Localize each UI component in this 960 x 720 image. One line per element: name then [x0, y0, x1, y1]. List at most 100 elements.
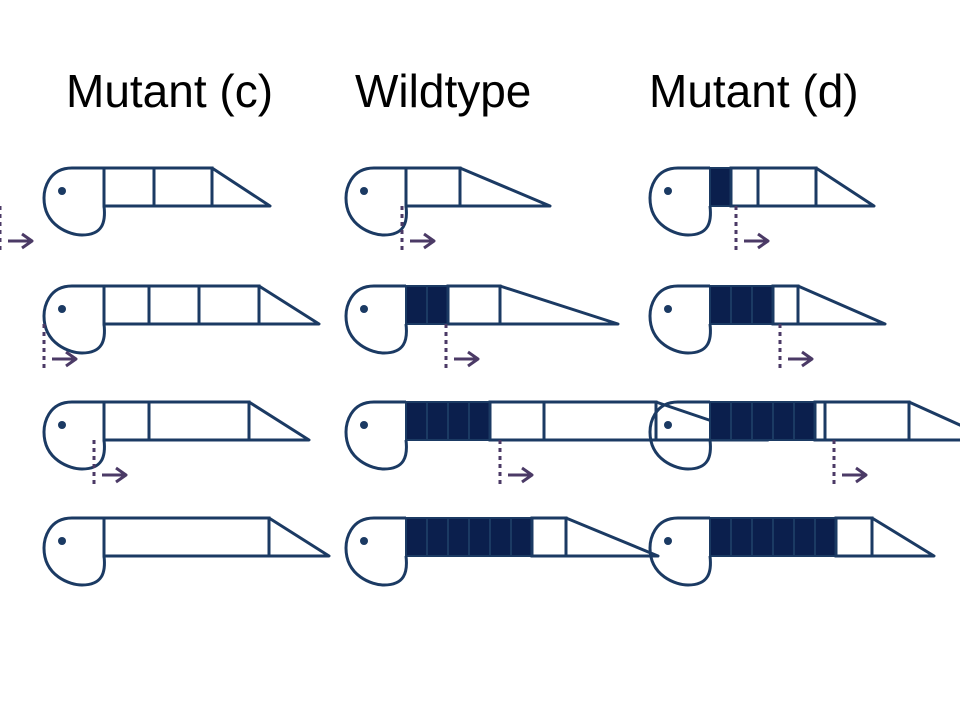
head-dot	[58, 305, 66, 313]
head-dot	[360, 187, 368, 195]
empty-segment	[823, 400, 911, 442]
head-outline	[42, 166, 106, 237]
head-outline	[42, 284, 106, 355]
filled-segment	[730, 401, 753, 441]
tail-triangle	[814, 166, 876, 208]
wildtype-cell-3	[344, 400, 770, 486]
mutant-d-cell-1	[648, 166, 876, 252]
head-dot	[664, 187, 672, 195]
head-outline	[648, 400, 712, 471]
filled-segment	[730, 517, 753, 557]
filled-segment	[709, 167, 732, 207]
empty-segment	[771, 284, 800, 326]
mutant-c-cell-3	[42, 400, 311, 486]
filled-segment	[751, 285, 774, 325]
mutant-c-cell-2	[42, 284, 321, 370]
empty-segment	[152, 166, 214, 208]
filled-segment	[426, 517, 449, 557]
empty-segment	[147, 400, 251, 442]
head-outline	[344, 166, 408, 237]
empty-segment	[530, 516, 568, 558]
tail-triangle	[907, 400, 960, 442]
filled-segment	[751, 517, 774, 557]
filled-segment	[405, 517, 428, 557]
filled-segment	[772, 517, 795, 557]
empty-segment	[102, 400, 151, 442]
head-outline	[648, 166, 712, 237]
head-dot	[58, 537, 66, 545]
empty-segment	[729, 166, 760, 208]
head-outline	[648, 284, 712, 355]
empty-segment	[834, 516, 874, 558]
empty-segment	[542, 400, 658, 442]
filled-segment	[468, 401, 491, 441]
title-mutant-d: Mutant (d)	[649, 65, 859, 117]
wildtype-cell-2	[344, 284, 620, 370]
mutant-d-cell-3	[648, 400, 960, 486]
filled-segment	[489, 517, 512, 557]
head-dot	[58, 421, 66, 429]
tail-triangle	[210, 166, 272, 208]
tail-triangle	[796, 284, 887, 326]
filled-segment	[447, 517, 470, 557]
mutant-c-cell-1	[0, 166, 272, 252]
filled-segment	[709, 401, 732, 441]
filled-segment	[709, 517, 732, 557]
mutant-d-cell-4	[648, 516, 936, 587]
empty-segment	[446, 284, 502, 326]
mutant-d-cell-2	[648, 284, 887, 370]
head-dot	[664, 421, 672, 429]
empty-segment	[102, 284, 151, 326]
tail-triangle	[870, 516, 936, 558]
filled-segment	[405, 401, 428, 441]
head-dot	[664, 305, 672, 313]
arrow-head	[21, 232, 34, 250]
arrow-head	[423, 232, 436, 250]
arrow-head	[65, 350, 78, 368]
arrow-head	[855, 466, 868, 484]
head-dot	[58, 187, 66, 195]
empty-segment	[102, 166, 156, 208]
filled-segment	[793, 401, 816, 441]
head-outline	[42, 516, 106, 587]
empty-segment	[102, 516, 271, 558]
mutant-c-cell-4	[42, 516, 331, 587]
arrow-head	[467, 350, 480, 368]
title-mutant-c: Mutant (c)	[66, 65, 274, 117]
arrow-head	[521, 466, 534, 484]
head-dot	[360, 305, 368, 313]
empty-segment	[197, 284, 261, 326]
filled-segment	[751, 401, 774, 441]
filled-segment	[709, 285, 732, 325]
head-dot	[664, 537, 672, 545]
title-wildtype: Wildtype	[355, 65, 532, 117]
filled-segment	[772, 401, 795, 441]
tail-triangle	[458, 166, 552, 208]
filled-segment	[426, 285, 449, 325]
arrow-head	[757, 232, 770, 250]
head-outline	[344, 516, 408, 587]
wildtype-cell-1	[344, 166, 552, 252]
filled-segment	[814, 517, 837, 557]
wildtype-cell-4	[344, 516, 660, 587]
empty-segment	[756, 166, 818, 208]
head-outline	[648, 516, 712, 587]
head-outline	[344, 284, 408, 355]
filled-segment	[793, 517, 816, 557]
filled-segment	[405, 285, 428, 325]
empty-segment	[404, 166, 462, 208]
filled-segment	[730, 285, 753, 325]
empty-segment	[488, 400, 546, 442]
tail-triangle	[247, 400, 311, 442]
tail-triangle	[564, 516, 660, 558]
head-dot	[360, 537, 368, 545]
filled-segment	[447, 401, 470, 441]
head-outline	[344, 400, 408, 471]
tail-triangle	[267, 516, 331, 558]
filled-segment	[468, 517, 491, 557]
filled-segment	[426, 401, 449, 441]
tail-triangle	[498, 284, 620, 326]
arrow-head	[801, 350, 814, 368]
head-dot	[360, 421, 368, 429]
